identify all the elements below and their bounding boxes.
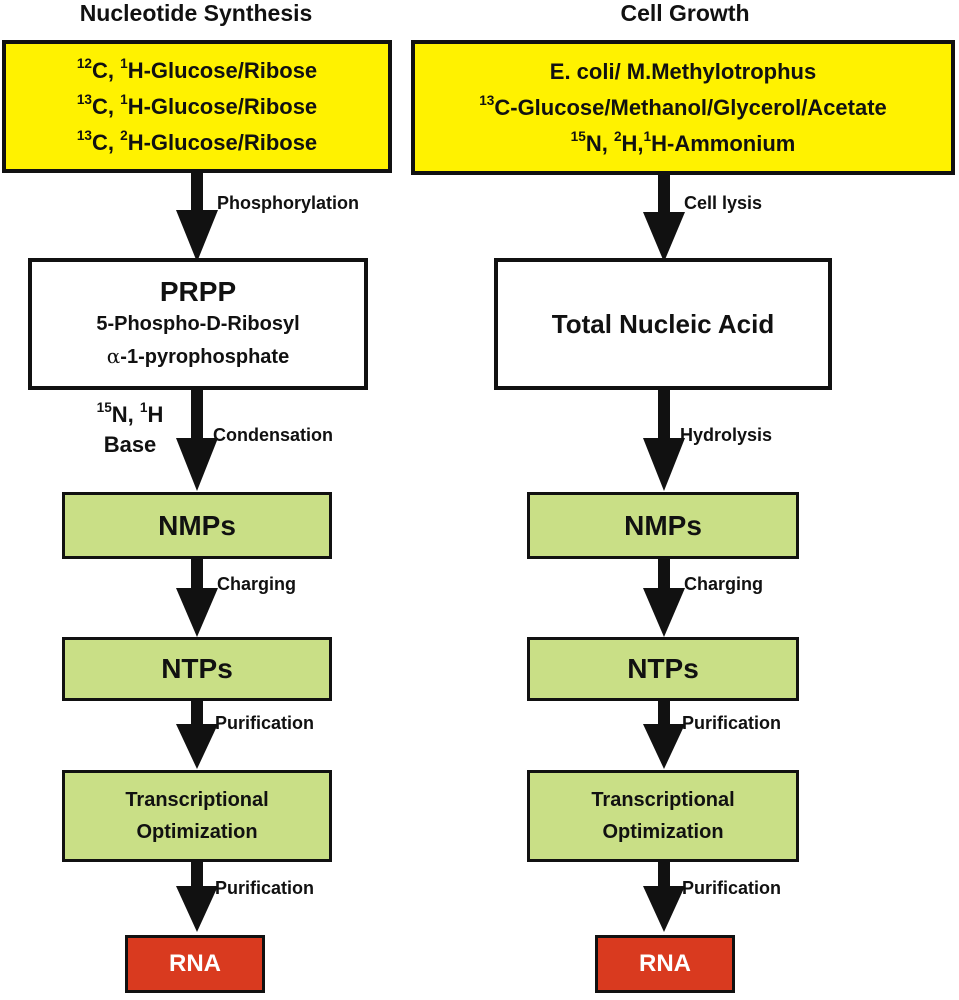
right-step-hydrolysis: Hydrolysis [680,425,773,445]
prpp-line-1: 5-Phospho-D-Ribosyl [96,312,300,335]
left-ntps-box: NTPs [62,637,332,701]
right-source-line-3: 15N, 2H,1H-Ammonium [570,128,796,156]
base-label: 15N, 1H Base [80,400,180,460]
left-column-heading: Nucleotide Synthesis [79,0,313,26]
right-source-line-1: E. coli/ M.Methylotrophus [549,58,817,84]
right-rna-box: RNA [595,935,735,993]
left-arrow-5 [191,858,203,894]
right-arrowhead-5 [643,886,685,932]
right-step-charging: Charging [684,574,763,594]
left-rna-box: RNA [125,935,265,993]
left-arrowhead-3 [176,588,218,637]
right-optimization-line-2: Optimization [602,821,724,843]
prpp-box: PRPP 5-Phospho-D-Ribosyl α-1-pyrophospha… [28,258,368,390]
left-step-purification-2: Purification [215,878,315,898]
left-arrow-2 [191,386,203,446]
left-optimization-line-1: Transcriptional [125,789,269,811]
right-arrow-2 [658,386,670,446]
right-optimization-line-1: Transcriptional [591,789,735,811]
left-arrowhead-5 [176,886,218,932]
left-optimization-box: Transcriptional Optimization [62,770,332,862]
right-nmps-box: NMPs [527,492,799,559]
left-source-line-2: 13C, 1H-Glucose/Ribose [76,91,318,119]
base-isotope-label: 15N, 1H [96,399,164,427]
right-arrowhead-1 [643,212,685,262]
left-nmps-box: NMPs [62,492,332,559]
left-arrowhead-2 [176,438,218,491]
left-source-line-1: 12C, 1H-Glucose/Ribose [76,55,318,83]
left-step-condensation: Condensation [213,425,333,445]
right-step-purification-1: Purification [682,713,782,733]
right-optimization-box: Transcriptional Optimization [527,770,799,862]
left-step-phosphorylation: Phosphorylation [217,193,360,213]
prpp-title: PRPP [159,275,237,307]
right-arrowhead-4 [643,724,685,769]
left-step-charging: Charging [217,574,296,594]
left-arrowhead-1 [176,210,218,262]
left-source-line-3: 13C, 2H-Glucose/Ribose [76,127,318,155]
right-arrowhead-2 [643,438,685,491]
total-nucleic-acid-box: Total Nucleic Acid [494,258,832,390]
right-arrow-5 [658,858,670,894]
right-column-heading: Cell Growth [620,0,750,26]
prpp-line-2: α-1-pyrophosphate [106,343,290,368]
right-step-purification-2: Purification [682,878,782,898]
right-arrowhead-3 [643,588,685,637]
base-text: Base [103,432,157,457]
right-source-line-2: 13C-Glucose/Methanol/Glycerol/Acetate [479,92,887,120]
left-step-purification-1: Purification [215,713,315,733]
left-optimization-line-2: Optimization [136,821,258,843]
right-source-box: E. coli/ M.Methylotrophus 13C-Glucose/Me… [411,40,955,175]
right-step-cell-lysis: Cell lysis [684,193,763,213]
left-source-box: 12C, 1H-Glucose/Ribose 13C, 1H-Glucose/R… [2,40,392,173]
right-ntps-box: NTPs [527,637,799,701]
left-arrowhead-4 [176,724,218,769]
